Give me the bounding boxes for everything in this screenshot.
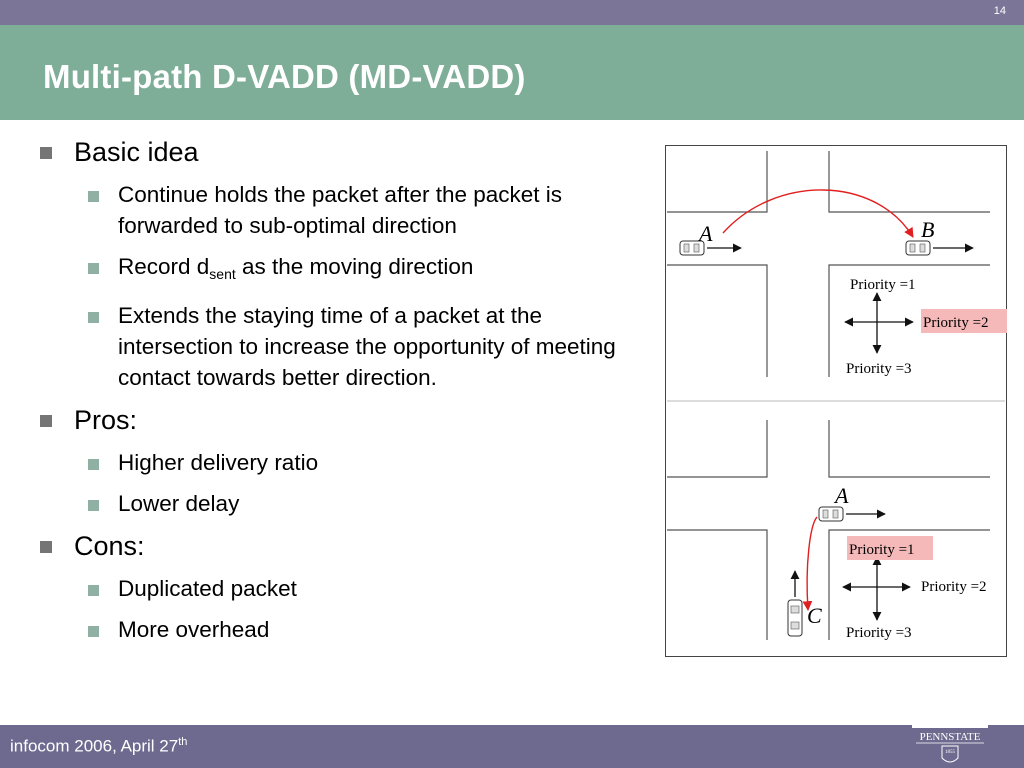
sub-bullet-square-icon xyxy=(88,500,99,511)
pennstate-logo: PENNSTATE 1855 xyxy=(912,725,988,763)
priority-2-bottom: Priority =2 xyxy=(921,579,987,595)
label-b-top: B xyxy=(921,217,934,242)
bullet-square-icon xyxy=(40,415,52,427)
label-c-bottom: C xyxy=(807,603,822,628)
logo-text: PENNSTATE xyxy=(920,731,981,743)
top-bar: 14 xyxy=(0,0,1024,25)
car-a-top xyxy=(679,240,705,256)
bottom-intersection-roads xyxy=(667,420,990,640)
sub-bullet-higher-delivery: Higher delivery ratio xyxy=(82,447,658,478)
bullet-square-icon xyxy=(40,147,52,159)
priority-highlight-top xyxy=(921,309,1007,333)
sub-bullet-extends: Extends the staying time of a packet at … xyxy=(82,300,658,393)
forwarding-arc-a-to-b xyxy=(722,189,914,238)
priority-highlight-bottom xyxy=(847,536,933,560)
subscript-sent: sent xyxy=(209,266,236,282)
footer-bar: infocom 2006, April 27th PENNSTATE 1855 xyxy=(0,725,1024,768)
bullet-text: More overhead xyxy=(118,617,270,642)
forwarding-arc-a-to-c xyxy=(802,516,818,611)
title-band xyxy=(0,25,1024,120)
priority-1-bottom: Priority =1 xyxy=(849,542,915,558)
sub-bullet-record: Record dsent as the moving direction xyxy=(82,251,658,290)
direction-cross-top xyxy=(844,292,914,354)
sub-bullet-square-icon xyxy=(88,585,99,596)
bullet-text: Extends the staying time of a packet at … xyxy=(118,303,616,390)
priority-3-top: Priority =3 xyxy=(846,361,912,377)
bullet-text: Lower delay xyxy=(118,491,240,516)
bullet-text: Duplicated packet xyxy=(118,576,297,601)
bullet-list: Basic idea Continue holds the packet aft… xyxy=(38,135,658,655)
bullet-text: Cons: xyxy=(74,531,145,561)
sub-bullet-square-icon xyxy=(88,191,99,202)
bullet-cons: Cons: xyxy=(38,529,658,563)
footer-event-text: infocom 2006, April 27th xyxy=(10,736,187,757)
bullet-text: Pros: xyxy=(74,405,138,435)
bullet-text: as the moving direction xyxy=(235,254,474,279)
car-b-top xyxy=(905,240,931,256)
sub-bullet-square-icon xyxy=(88,459,99,470)
logo-year: 1855 xyxy=(945,750,956,755)
intersection-diagram: A B Priority =1 Priority =2 Priority =3 … xyxy=(665,145,1007,657)
bullet-text: Continue holds the packet after the pack… xyxy=(118,182,563,238)
shield-icon xyxy=(941,745,959,763)
sub-bullet-duplicated: Duplicated packet xyxy=(82,573,658,604)
slide-number: 14 xyxy=(993,5,1006,17)
footer-event-label: infocom 2006, April 27 xyxy=(10,736,179,756)
direction-cross-bottom xyxy=(842,556,911,621)
car-a-bottom xyxy=(818,506,844,522)
sub-bullet-square-icon xyxy=(88,263,99,274)
bullet-pros: Pros: xyxy=(38,403,658,437)
sub-bullet-more-overhead: More overhead xyxy=(82,614,658,645)
bullet-square-icon xyxy=(40,541,52,553)
priority-1-top: Priority =1 xyxy=(850,277,916,293)
top-intersection-roads xyxy=(667,151,990,377)
label-a-top: A xyxy=(697,221,713,246)
bullet-text: Basic idea xyxy=(74,137,199,167)
footer-event-sup: th xyxy=(178,736,188,748)
priority-3-bottom: Priority =3 xyxy=(846,625,912,641)
sub-bullet-lower-delay: Lower delay xyxy=(82,488,658,519)
sub-bullet-continue-holds: Continue holds the packet after the pack… xyxy=(82,179,658,241)
bullet-text: Higher delivery ratio xyxy=(118,450,319,475)
label-a-bottom: A xyxy=(833,483,849,508)
priority-2-top: Priority =2 xyxy=(923,315,989,331)
bullet-text: Record d xyxy=(118,254,210,279)
sub-bullet-square-icon xyxy=(88,312,99,323)
sub-bullet-square-icon xyxy=(88,626,99,637)
car-c-bottom xyxy=(787,599,803,637)
slide-title: Multi-path D-VADD (MD-VADD) xyxy=(43,58,526,95)
bullet-basic-idea: Basic idea xyxy=(38,135,658,169)
